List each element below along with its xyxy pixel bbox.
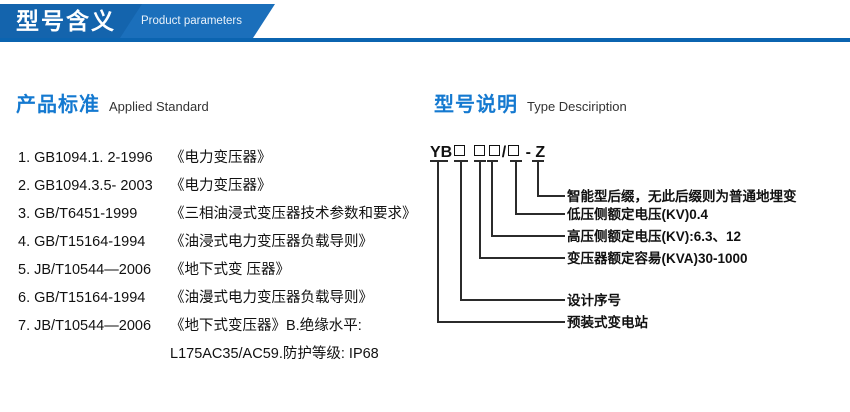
standard-code: 3. GB/T6451-1999 (18, 206, 138, 222)
banner-bottom-rule (0, 38, 850, 42)
list-item: 5. JB/T10544—2006 《地下式变 压器》 (18, 258, 438, 286)
leader-line-1 (437, 161, 565, 323)
list-item: 7. JB/T10544—2006 《地下式变压器》B.绝缘水平: (18, 314, 438, 342)
standard-code: 2. GB1094.3.5- 2003 (18, 178, 153, 194)
standard-code: 1. GB1094.1. 2-1996 (18, 150, 153, 166)
code-box-icon (454, 145, 466, 156)
banner-title-cn: 型号含义 (16, 8, 116, 34)
standard-name: 《电力变压器》 (170, 178, 272, 194)
list-item: 2. GB1094.3.5- 2003 《电力变压器》 (18, 174, 438, 202)
code-dash: - (525, 144, 531, 161)
list-item: 3. GB/T6451-1999 《三相油浸式变压器技术参数和要求》 (18, 202, 438, 230)
standard-name: 《三相油浸式变压器技术参数和要求》 (170, 206, 417, 222)
list-item: 1. GB1094.1. 2-1996 《电力变压器》 (18, 146, 438, 174)
type-heading-cn: 型号说明 (434, 94, 518, 116)
standard-code: 6. GB/T15164-1994 (18, 290, 146, 306)
annotation-hv-rated-voltage: 高压侧额定电压(KV):6.3、12 (567, 229, 742, 244)
leader-line-2 (460, 161, 565, 301)
standard-code: 7. JB/T10544—2006 (18, 318, 152, 334)
standards-heading-en: Applied Standard (109, 99, 209, 114)
standard-code: 5. JB/T10544—2006 (18, 262, 152, 278)
annotation-lv-rated-voltage: 低压侧额定电压(KV)0.4 (567, 207, 709, 222)
list-item: 4. GB/T15164-1994 《油浸式电力变压器负载导则》 (18, 230, 438, 258)
page-header-banner: 型号含义 Product parameters (0, 0, 850, 43)
type-code-diagram: YB / - Z 智能型后缀，无此后缀则为普通地埋变 低压侧额定电压(KV)0.… (428, 140, 840, 340)
code-box-icon (508, 145, 520, 156)
type-heading-en: Type Desciription (527, 99, 627, 114)
annotation-smart-suffix: 智能型后缀，无此后缀则为普通地埋变 (567, 189, 797, 204)
annotation-prefab-substation: 预装式变电站 (567, 315, 648, 330)
standard-name: 《油浸式电力变压器负载导则》 (170, 234, 373, 250)
leader-lines-group (430, 160, 565, 323)
standards-list: 1. GB1094.1. 2-1996 《电力变压器》 2. GB1094.3.… (18, 146, 438, 370)
list-item: 6. GB/T15164-1994 《油漫式电力变压器负载导则》 (18, 286, 438, 314)
leader-line-4 (491, 161, 565, 237)
code-box-icon (473, 145, 485, 156)
annotation-rated-capacity: 变压器额定容昜(KVA)30-1000 (567, 251, 748, 266)
annotation-design-serial: 设计序号 (567, 293, 621, 308)
code-prefix: YB (430, 144, 453, 161)
leader-line-6 (537, 161, 565, 197)
banner-light-panel (120, 4, 275, 38)
model-code-string: YB / - Z (430, 144, 545, 162)
standards-section-heading: 产品标准 Applied Standard (16, 88, 209, 117)
standard-name: 《油漫式电力变压器负载导则》 (170, 290, 373, 306)
standard-name: 《地下式变 压器》 (170, 262, 291, 278)
standard-name: 《地下式变压器》B.绝缘水平: (170, 318, 362, 334)
standard-continuation-line: L175AC35/AC59.防护等级: IP68 (170, 346, 379, 362)
type-section-heading: 型号说明 Type Desciription (434, 88, 627, 117)
leader-line-5 (515, 161, 565, 215)
standards-heading-cn: 产品标准 (16, 94, 100, 116)
standard-code: 4. GB/T15164-1994 (18, 234, 146, 250)
banner-title-en: Product parameters (141, 15, 242, 27)
code-slash: / (501, 144, 507, 161)
standard-name: 《电力变压器》 (170, 150, 272, 166)
code-box-icon (488, 145, 500, 156)
leader-line-3 (479, 161, 565, 259)
code-suffix: Z (535, 144, 546, 161)
